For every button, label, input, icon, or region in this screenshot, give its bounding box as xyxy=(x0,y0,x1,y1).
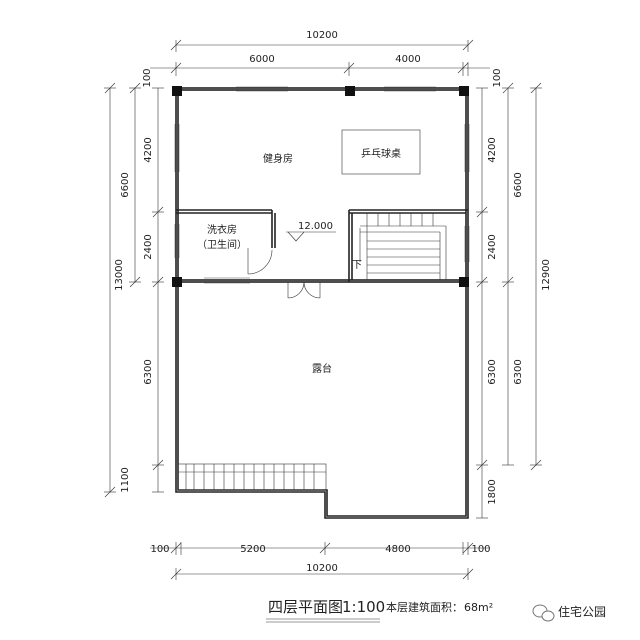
dim-right-2400: 2400 xyxy=(487,234,498,259)
dim-bottom-left-100: 100 xyxy=(150,544,169,555)
dim-bottom-right-100: 100 xyxy=(471,544,490,555)
right-dimensions xyxy=(476,82,542,519)
structural-columns xyxy=(172,86,469,287)
room-label-gym: 健身房 xyxy=(263,152,293,165)
staircase xyxy=(359,213,447,280)
terrace-stair-landing xyxy=(177,463,327,491)
left-dimensions xyxy=(104,82,164,498)
laundry-door xyxy=(247,248,273,275)
dim-left-2400: 2400 xyxy=(143,234,154,259)
elevation-marker xyxy=(286,231,336,242)
footer-text: 住宅公园 xyxy=(558,604,606,619)
pingpong-table xyxy=(341,129,421,175)
dim-right-12900: 12900 xyxy=(541,259,552,291)
stair-down-label: 下 xyxy=(352,260,362,271)
dim-bottom-total: 10200 xyxy=(306,563,338,574)
dim-top-total: 10200 xyxy=(306,30,338,41)
room-label-laundry-sub: （卫生间） xyxy=(197,238,247,251)
dim-top-left-100: 100 xyxy=(142,68,153,87)
windows xyxy=(174,86,470,284)
dim-right-4200: 4200 xyxy=(487,137,498,162)
room-label-laundry: 洗衣房 xyxy=(207,223,237,236)
dim-left-6600: 6600 xyxy=(120,172,131,197)
dim-left-6300: 6300 xyxy=(143,359,154,384)
area-label: 本层建筑面积： xyxy=(386,600,463,614)
dim-right-6600: 6600 xyxy=(513,172,524,197)
drawing-scale: 1:100 xyxy=(342,598,385,616)
room-label-pingpong: 乒乓球桌 xyxy=(361,147,401,160)
terrace-double-door xyxy=(287,281,321,299)
elevation-label: 12.000 xyxy=(298,221,333,232)
top-dimensions xyxy=(150,39,490,76)
wechat-icon xyxy=(532,604,555,622)
dim-bottom-4800: 4800 xyxy=(385,544,410,555)
dim-top-6000: 6000 xyxy=(249,54,274,65)
drawing-title: 四层平面图 xyxy=(268,598,343,616)
dim-right-6300-outer: 6300 xyxy=(513,359,524,384)
dim-left-4200: 4200 xyxy=(143,137,154,162)
dim-left-1100: 1100 xyxy=(120,467,131,492)
dim-top-right-100: 100 xyxy=(492,68,503,87)
dim-right-1800: 1800 xyxy=(487,479,498,504)
building-walls xyxy=(175,87,469,519)
dim-top-4000: 4000 xyxy=(395,54,420,65)
area-value: 68m² xyxy=(464,601,493,614)
dim-left-13000: 13000 xyxy=(114,259,125,291)
bottom-dimensions xyxy=(150,542,490,580)
dim-right-6300-inner: 6300 xyxy=(487,359,498,384)
room-label-terrace: 露台 xyxy=(312,362,332,375)
dim-bottom-5200: 5200 xyxy=(240,544,265,555)
